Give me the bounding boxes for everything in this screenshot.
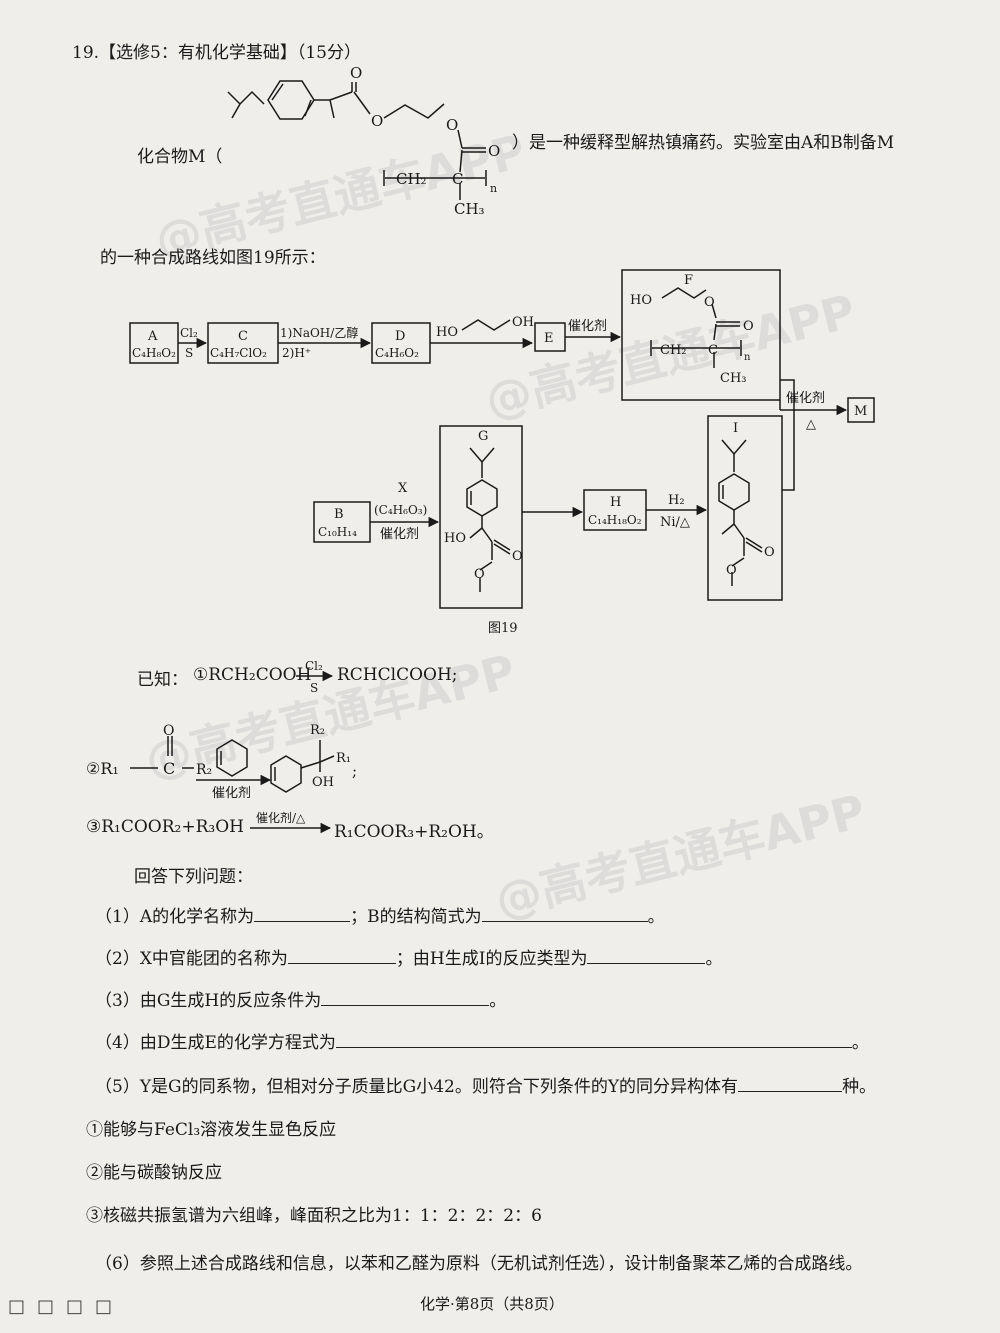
q2: （2）X中官能团的名称为；由H生成I的反应类型为。: [95, 947, 723, 969]
fm-bottom: △: [806, 417, 816, 432]
hi-top: H₂: [668, 493, 685, 508]
k2-r1: ②R₁: [86, 759, 119, 778]
formula-d: C₄H₆O₂: [375, 346, 419, 360]
label-a: A: [147, 329, 158, 344]
f-c: C: [708, 343, 718, 358]
label-c: C: [238, 329, 248, 344]
box-f: [621, 269, 781, 401]
bg-bottom: 催化剂: [380, 527, 419, 542]
m-c: C: [452, 170, 463, 188]
f-n: n: [744, 352, 751, 363]
cd-bottom: 2)H⁺: [282, 346, 311, 360]
known-r3-right: R₁COOR₃+R₂OH。: [334, 822, 494, 842]
footer-marks: □□□□: [8, 1296, 125, 1317]
q2-blank-b[interactable]: [587, 947, 706, 964]
known-r3-left: ③R₁COOR₂+R₃OH: [86, 817, 244, 837]
intro-prefix: 化合物M（: [137, 147, 223, 167]
q3-blank[interactable]: [321, 989, 490, 1006]
q5-blank[interactable]: [738, 1075, 843, 1092]
figure-caption: 图19: [488, 621, 518, 636]
k2-p-r1: R₁: [336, 751, 351, 766]
q1-blank-b[interactable]: [481, 905, 648, 922]
m-ch2: CH₂: [396, 170, 427, 188]
q3: （3）由G生成H的反应条件为。: [95, 989, 507, 1011]
q4-blank[interactable]: [335, 1031, 852, 1048]
label-e: E: [544, 331, 554, 346]
de-ho: HO: [436, 325, 458, 340]
label-d: D: [395, 329, 405, 344]
known-r1-left: ①RCH₂COOH: [193, 665, 312, 685]
known-r1-right: RCHClCOOH;: [337, 665, 458, 685]
structure-m: [227, 80, 487, 200]
page-footer: 化学·第8页（共8页）: [420, 1295, 564, 1313]
k2-catalyst: 催化剂: [212, 786, 251, 801]
q4: （4）由D生成E的化学方程式为。: [95, 1031, 869, 1053]
q5: （5）Y是G的同系物，但相对分子质量比G小42。则符合下列条件的Y的同分异构体有…: [95, 1075, 877, 1097]
g-ho: HO: [444, 531, 466, 546]
m-o3: O: [446, 116, 458, 134]
f-o2: O: [743, 319, 754, 334]
k2-r2: R₂: [196, 762, 212, 778]
m-o4: O: [488, 142, 500, 160]
m-o2: O: [371, 112, 383, 130]
label-g: G: [478, 429, 488, 444]
box-g: [439, 425, 523, 609]
k1-top: Cl₂: [305, 659, 323, 673]
i-o2: O: [726, 563, 737, 578]
label-b: B: [334, 507, 344, 522]
question-header: 19.【选修5：有机化学基础】（15分）: [72, 43, 361, 63]
k2-c: C: [163, 759, 175, 778]
q1: （1）A的化学名称为；B的结构简式为。: [95, 905, 665, 927]
g-o2: O: [474, 567, 485, 582]
formula-b: C₁₀H₁₄: [318, 525, 357, 539]
m-ch3: CH₃: [454, 200, 485, 218]
q2-blank-a[interactable]: [287, 947, 396, 964]
k2-p-oh: OH: [312, 775, 334, 790]
f-ch2: CH₂: [660, 343, 687, 358]
f-ho: HO: [630, 293, 652, 308]
k2-end: ;: [352, 762, 357, 780]
label-f: F: [684, 273, 693, 288]
formula-c: C₄H₇ClO₂: [210, 346, 267, 360]
f-o1: O: [704, 295, 715, 310]
ac-top: Cl₂: [180, 326, 198, 340]
box-i: [707, 415, 783, 601]
q1-blank-a[interactable]: [254, 905, 351, 922]
k3-top: 催化剂/△: [256, 810, 306, 825]
ac-bottom: S: [185, 346, 193, 360]
m-n: n: [490, 182, 497, 195]
k2-o: O: [163, 723, 174, 739]
box-m: [847, 397, 875, 423]
label-m: M: [854, 404, 867, 419]
de-oh: OH: [512, 315, 534, 330]
ef-top: 催化剂: [568, 319, 607, 334]
answer-heading: 回答下列问题：: [134, 867, 253, 887]
q6: （6）参照上述合成路线和信息，以苯和乙醛为原料（无机试剂任选），设计制备聚苯乙烯…: [95, 1254, 863, 1274]
formula-a: C₄H₈O₂: [132, 346, 176, 360]
label-h: H: [610, 495, 621, 510]
bg-x: X: [398, 481, 408, 496]
intro-suffix: ）是一种缓释型解热镇痛药。实验室由A和B制备M: [512, 133, 895, 153]
k2-p-r2: R₂: [310, 723, 325, 738]
m-o1: O: [350, 64, 362, 82]
i-o1: O: [764, 545, 775, 560]
k1-bottom: S: [310, 681, 318, 695]
fm-top: 催化剂: [786, 391, 825, 406]
formula-h: C₁₄H₁₈O₂: [588, 513, 642, 527]
intro-line2: 的一种合成路线如图19所示：: [100, 248, 326, 268]
g-o1: O: [512, 549, 523, 564]
condition-1: ①能够与FeCl₃溶液发生显色反应: [86, 1120, 337, 1140]
hi-bottom: Ni/△: [660, 515, 690, 530]
cd-top: 1)NaOH/乙醇: [280, 325, 358, 340]
bg-formula: (C₄H₆O₃): [374, 503, 427, 517]
label-i: I: [733, 421, 738, 436]
condition-3: ③核磁共振氢谱为六组峰，峰面积之比为1：1：2：2：2：6: [86, 1206, 542, 1226]
known-label: 已知：: [137, 670, 188, 690]
f-ch3: CH₃: [720, 371, 747, 386]
condition-2: ②能与碳酸钠反应: [86, 1163, 222, 1183]
